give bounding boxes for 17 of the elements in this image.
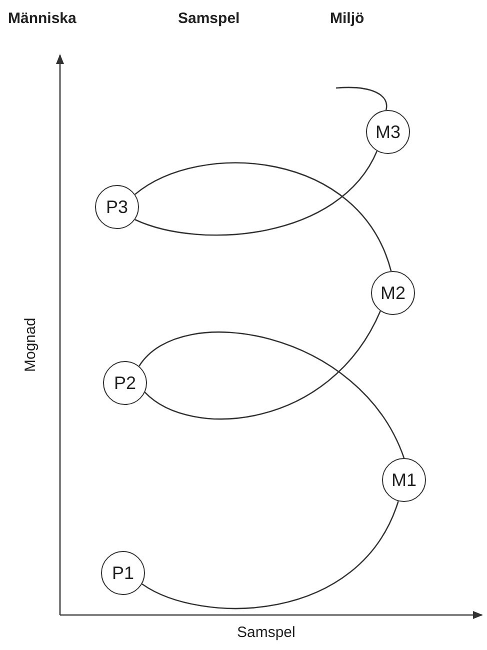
curved-connector [336,86,388,110]
curved-connector [134,150,378,236]
curved-connector [142,501,399,609]
axis-title: Samspel [237,624,296,641]
node-circle: M1 [382,458,426,502]
curved-connector [138,332,405,458]
column-heading: Samspel [178,10,240,27]
curved-connector [144,310,381,420]
curved-connector [134,162,392,272]
node-circle: P1 [101,551,145,595]
node-circle: P2 [103,361,147,405]
column-heading: Miljö [330,10,364,27]
node-circle: M2 [371,271,415,315]
node-circle: P3 [95,185,139,229]
axis-title: Mognad [22,318,39,372]
node-circle: M3 [366,110,410,154]
column-heading: Människa [8,10,76,27]
